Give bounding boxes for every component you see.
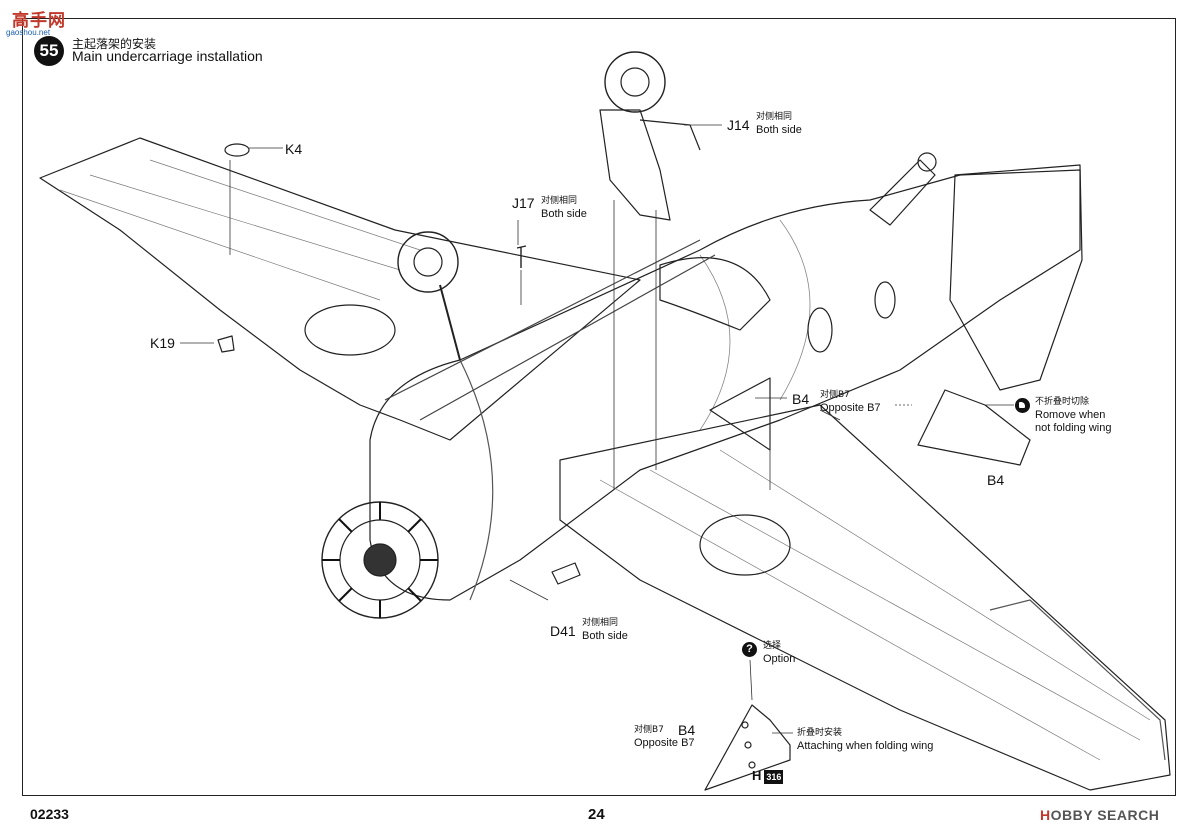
note-b4-fold: 对侧B7 Opposite B7	[634, 724, 695, 750]
note-b4-attach-cn: 折叠时安装	[797, 728, 843, 738]
note-d41: 对侧相同 Both side	[582, 617, 628, 643]
page-number: 24	[588, 806, 605, 823]
note-b4-remove-en2: not folding wing	[1035, 422, 1112, 434]
note-b4-attach-en: Attaching when folding wing	[797, 740, 934, 752]
right-wing	[559, 404, 1171, 791]
tail-fin	[949, 164, 1083, 391]
label-j17: J17	[512, 195, 535, 211]
hobby-search-watermark: HOBBY SEARCH	[1040, 807, 1159, 823]
engine	[321, 501, 439, 619]
ref-h-number: 316	[764, 769, 784, 784]
tail-wheel-strut	[869, 159, 936, 226]
label-b4-main: B4	[792, 391, 810, 407]
note-b4-remove-cn: 不折叠时切除	[1035, 397, 1090, 407]
note-j17-en: Both side	[541, 208, 587, 220]
part-b4-panel	[709, 377, 771, 451]
left-wing	[39, 137, 641, 441]
note-j14: 对侧相同 Both side	[756, 111, 802, 137]
option-question-icon: ?	[742, 642, 757, 657]
kit-code: 02233	[30, 806, 69, 822]
note-b4-main: 对侧B7 Opposite B7	[820, 389, 881, 415]
note-option-en: Option	[763, 653, 796, 665]
part-j17	[516, 245, 527, 268]
note-d41-en: Both side	[582, 630, 628, 642]
label-d41: D41	[550, 623, 576, 639]
step-number-badge: 55	[34, 36, 64, 66]
note-b4-fold-cn: 对侧B7	[634, 725, 664, 735]
left-main-wheel	[397, 231, 459, 293]
note-b4-remove: 不折叠时切除 Romove when not folding wing	[1035, 396, 1111, 435]
fuselage	[369, 169, 1081, 601]
part-k4-ring	[224, 143, 250, 157]
watermark-logo: 高手网 gaoshou.net	[4, 4, 74, 38]
note-j17: 对侧相同 Both side	[541, 195, 587, 221]
note-j17-cn: 对侧相同	[541, 196, 578, 206]
note-d41-cn: 对侧相同	[582, 618, 619, 628]
part-d41	[551, 562, 581, 585]
label-k4: K4	[285, 141, 303, 157]
note-b4-main-en: Opposite B7	[820, 402, 881, 414]
brand-rest: OBBY SEARCH	[1050, 807, 1160, 823]
cut-mark-icon	[1015, 398, 1030, 413]
note-option: 选择 Option	[763, 640, 795, 666]
note-b4-fold-en: Opposite B7	[634, 737, 695, 749]
watermark-text: 高手网	[12, 11, 66, 31]
note-b4-main-cn: 对侧B7	[820, 390, 850, 400]
part-k19	[217, 335, 235, 353]
right-main-wheel	[604, 51, 666, 113]
part-b4-remove-panel	[917, 389, 1031, 466]
watermark-sub: gaoshou.net	[6, 28, 51, 37]
part-b4-fold-panel	[704, 704, 791, 791]
label-b4-fold: B4	[678, 722, 696, 738]
step-title-cn: 主起落架的安装	[72, 37, 157, 51]
note-j14-en: Both side	[756, 124, 802, 136]
step-title-en: Main undercarriage installation	[72, 48, 263, 64]
gear-door-j14	[599, 109, 671, 221]
note-option-cn: 选择	[763, 641, 782, 651]
brand-prefix: H	[1040, 807, 1051, 823]
canopy	[659, 257, 771, 331]
label-j14: J14	[727, 117, 750, 133]
label-b4-remove: B4	[987, 472, 1005, 488]
note-b4-remove-en1: Romove when	[1035, 409, 1106, 421]
note-b4-attach: 折叠时安装 Attaching when folding wing	[797, 727, 933, 753]
ref-h-letter: H	[752, 768, 762, 783]
label-k19: K19	[150, 335, 175, 351]
note-j14-cn: 对侧相同	[756, 112, 793, 122]
page-frame	[22, 18, 1176, 796]
